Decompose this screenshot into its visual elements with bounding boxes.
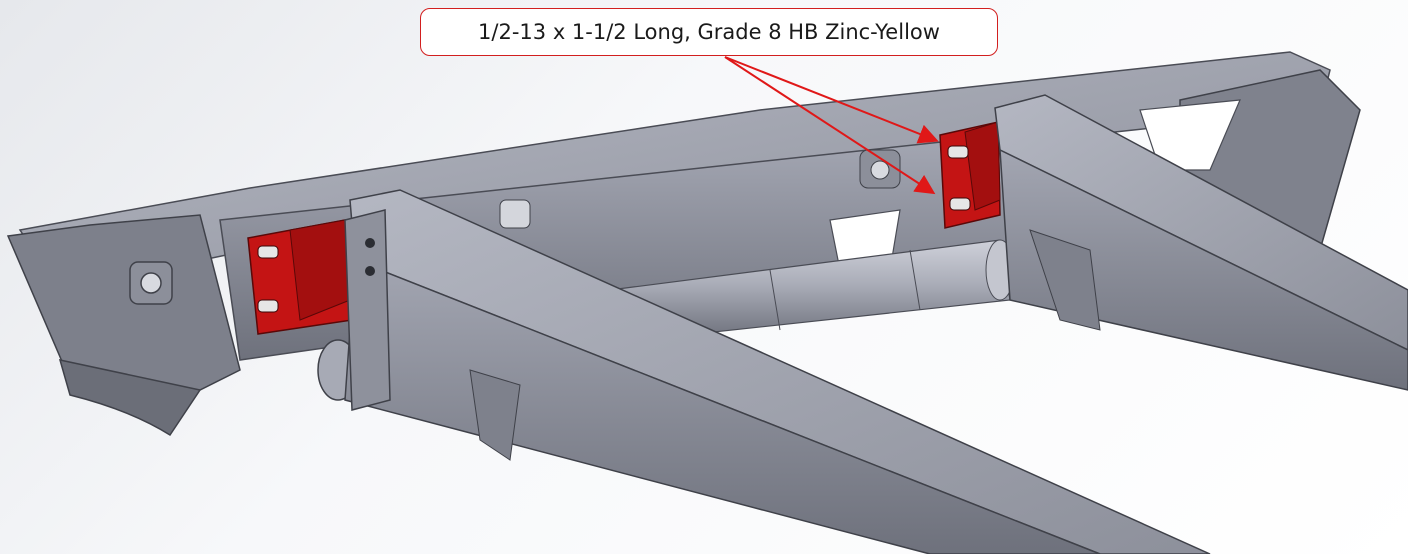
frame-rail-left [344,189,1211,554]
callout-leaders [724,56,939,195]
bolt-hole-icon [257,245,279,259]
callout-text: 1/2-13 x 1-1/2 Long, Grade 8 HB Zinc-Yel… [478,20,940,44]
bolt-hole-icon [949,197,971,211]
part-callout: 1/2-13 x 1-1/2 Long, Grade 8 HB Zinc-Yel… [420,8,998,56]
bolt-bracket-right [939,121,1001,229]
bolt-hole-icon [947,145,969,159]
frame-rail-right [994,94,1408,391]
bolt-hole-icon [257,299,279,313]
bolt-bracket-left [247,219,353,335]
